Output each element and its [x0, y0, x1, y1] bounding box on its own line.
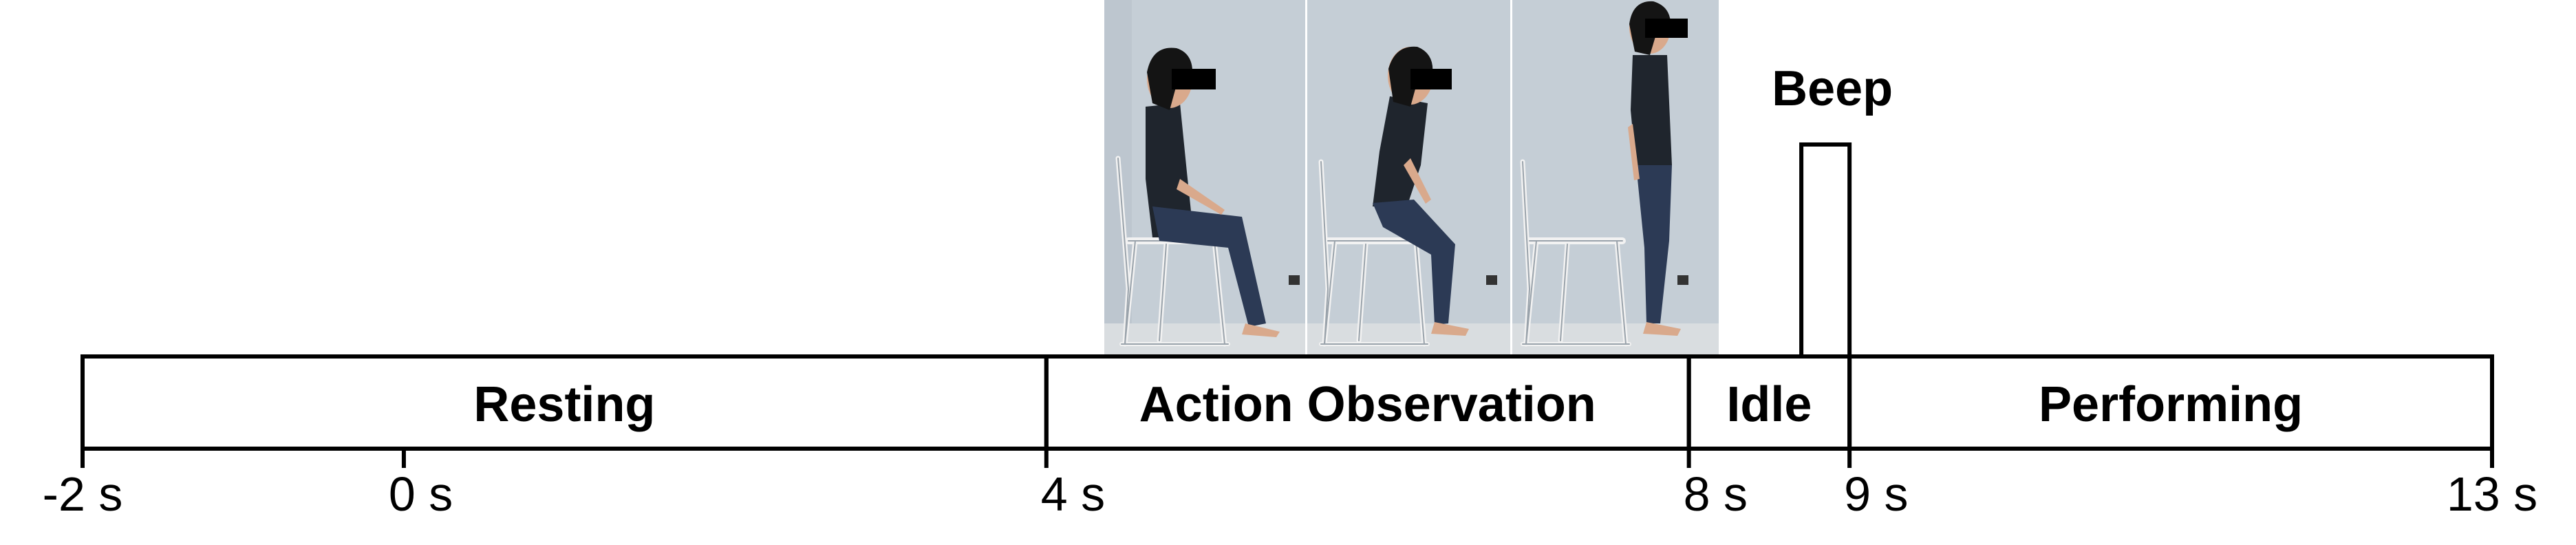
- tick-label-13: 13 s: [2447, 467, 2537, 521]
- phase-label-idle: Idle: [1726, 377, 1812, 432]
- tick-label-0: 0 s: [389, 467, 453, 521]
- phase-segment-performing: [1847, 354, 2494, 451]
- photo-frame-standing: [1512, 0, 1719, 354]
- tick-label-8: 8 s: [1684, 467, 1748, 521]
- beep-label: Beep: [1772, 61, 1893, 116]
- phase-label-action-observation: Action Observation: [1139, 377, 1596, 432]
- phase-labels: Resting Action Observation Idle Performi…: [473, 377, 2303, 432]
- timeline-bar: [80, 354, 2494, 451]
- time-axis-ticks: [80, 449, 2494, 468]
- photo-frame-rising: [1307, 0, 1510, 354]
- tick-label-4: 4 s: [1041, 467, 1105, 521]
- tick-label-minus-2: -2 s: [43, 467, 123, 521]
- time-axis-labels: -2 s 0 s 4 s 8 s 9 s 13 s: [43, 467, 2538, 521]
- photo-frame-sitting: [1104, 0, 1305, 354]
- beep-pulse: [1799, 142, 1852, 359]
- action-observation-photo-strip: [1104, 0, 1719, 354]
- tick-label-9: 9 s: [1844, 467, 1908, 521]
- phase-label-performing: Performing: [2039, 377, 2303, 432]
- beep-marker: Beep: [1772, 61, 1893, 359]
- phase-label-resting: Resting: [473, 377, 655, 432]
